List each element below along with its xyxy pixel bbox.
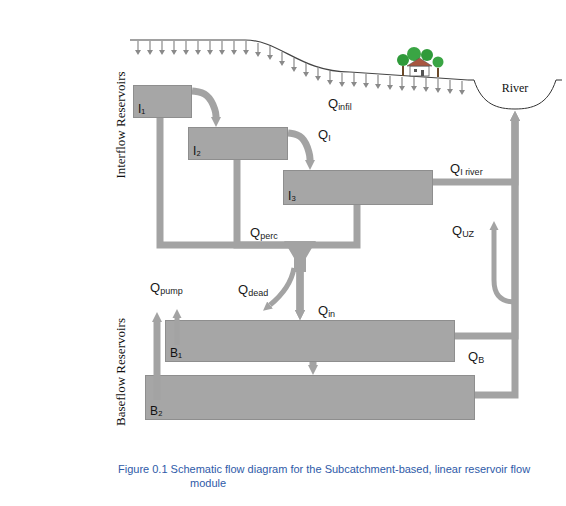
house-wall (410, 66, 429, 76)
flow-arrow (455, 121, 515, 336)
house-window (414, 69, 417, 72)
dead-storage-arrow (270, 268, 294, 305)
reservoir-box: I₃ (283, 170, 433, 205)
river-bed (468, 80, 562, 109)
flow-label: QI (318, 128, 331, 145)
flow-label: Qpump (150, 281, 183, 298)
pump-arrow (154, 322, 161, 400)
ground-surface (130, 40, 468, 80)
tree-crown (397, 54, 409, 66)
flow-label: Qdead (238, 283, 268, 300)
flow-arrow (192, 91, 216, 117)
house-trees (397, 47, 444, 77)
flow-arrow (300, 205, 357, 310)
node-label: I₁ (138, 102, 145, 116)
tree-trunk (402, 66, 404, 76)
flow-label: QI river (450, 162, 483, 179)
percolation-funnel (284, 241, 316, 272)
flow-label: Qin (318, 304, 335, 321)
section-title: Interflow Reservoirs (113, 71, 129, 178)
tree-crown (433, 57, 444, 68)
flow-label: QB (468, 350, 484, 367)
figure-caption: Figure 0.1 Schematic flow diagram for th… (118, 462, 558, 490)
house-door (421, 70, 424, 76)
pump-arrow (175, 318, 180, 345)
node-label: B₁ (170, 346, 182, 360)
flow-label: Qperc (250, 226, 278, 243)
reservoir-box: I₁ (133, 85, 192, 118)
section-title: Baseflow Reservoirs (113, 318, 129, 426)
river-shape: River (468, 79, 562, 111)
node-label: I₃ (288, 189, 296, 203)
reservoir-box: I₂ (188, 127, 288, 160)
reservoir-box: B₂ (145, 375, 475, 420)
upper-zone-arrow (494, 230, 515, 302)
tree-trunk (437, 68, 439, 77)
rain-arrow-shafts (138, 41, 462, 90)
node-label: B₂ (150, 404, 163, 418)
flow-arrow (160, 118, 300, 310)
flow-label: QUZ (452, 224, 474, 241)
tree-crown (421, 49, 433, 61)
flow-arrow (288, 133, 310, 160)
house-roof (407, 58, 432, 66)
node-label: River (468, 81, 562, 96)
flow-arrow (475, 121, 515, 395)
tree-crown (407, 47, 421, 61)
flow-arrow (433, 121, 515, 182)
flow-arrow (310, 362, 317, 365)
node-label: I₂ (193, 144, 201, 158)
flow-label: Qinfil (328, 97, 352, 114)
reservoir-box: B₁ (165, 320, 455, 362)
